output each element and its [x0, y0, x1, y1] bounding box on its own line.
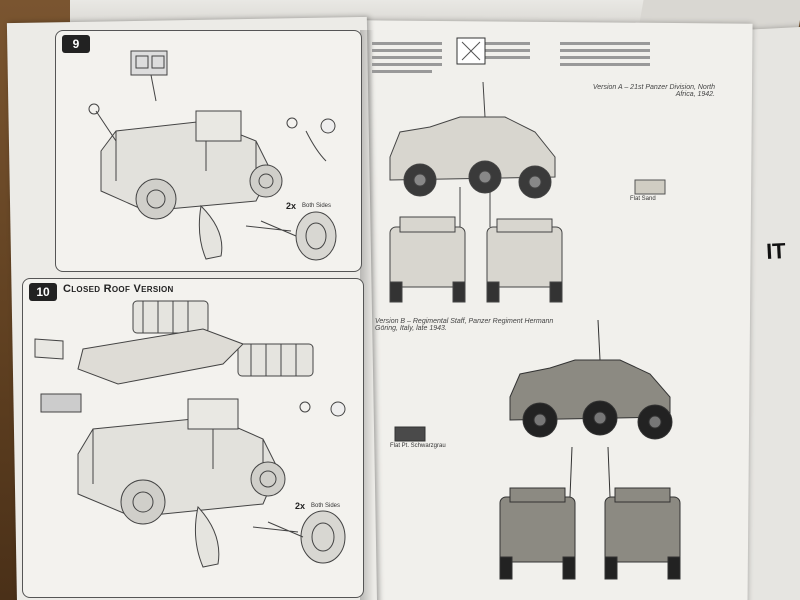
step-10-both-sides: Both Sides: [311, 503, 341, 509]
step-9-both-sides: Both Sides: [302, 203, 332, 209]
far-page-heading: IT: [765, 238, 787, 265]
step-10-panel: 10 Closed Roof Version: [22, 278, 364, 598]
step-10-title: Closed Roof Version: [63, 283, 174, 295]
step-9-panel: 9: [55, 30, 362, 272]
step-10-2x-label: 2x: [295, 501, 306, 511]
step-9-illustration: [88, 50, 337, 261]
step-9-number: 9: [62, 35, 90, 53]
color-a-label: Flat Sand: [630, 196, 656, 202]
right-page-illustrations: [372, 37, 681, 580]
step-9-2x-label: 2x: [286, 201, 297, 211]
step-10-illustration: [34, 300, 346, 568]
color-b-label: Flat Pt. Schwarzgrau: [390, 443, 446, 449]
step-10-number: 10: [29, 283, 57, 301]
version-b-caption: Version B – Regimental Staff, Panzer Reg…: [375, 318, 554, 332]
version-a-caption: Version A – 21st Panzer Division, North …: [592, 84, 715, 98]
